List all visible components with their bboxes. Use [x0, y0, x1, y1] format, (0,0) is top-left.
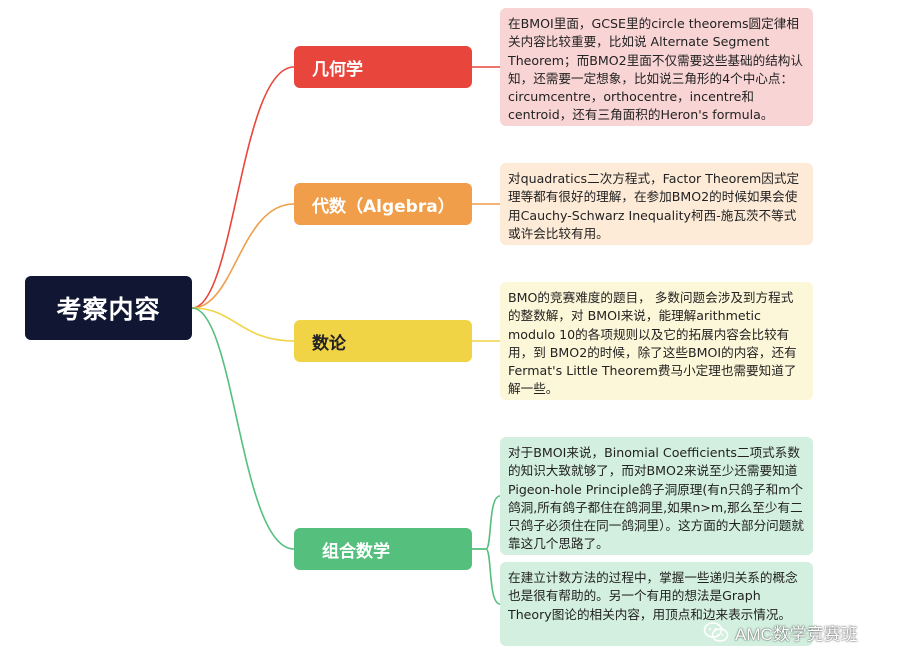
branch-number-theory[interactable]: 数论	[294, 320, 472, 362]
branch-algebra[interactable]: 代数（Algebra）	[294, 183, 472, 225]
root-label: 考察内容	[56, 295, 161, 324]
branch-combinatorics-label: 组合数学	[322, 541, 390, 562]
note-number-theory: BMO的竞赛难度的题目， 多数问题会涉及到方程式的整数解，对 BMOI来说，能理…	[500, 282, 813, 400]
note-geometry-text: 在BMOI里面，GCSE里的circle theorems圆定律相关内容比较重要…	[508, 16, 803, 123]
note-geometry: 在BMOI里面，GCSE里的circle theorems圆定律相关内容比较重要…	[500, 8, 813, 126]
note-combinatorics-2-text: 在建立计数方法的过程中，掌握一些递归关系的概念也是很有帮助的。另一个有用的想法是…	[508, 570, 798, 622]
root-node[interactable]: 考察内容	[25, 276, 192, 340]
connector-root-algebra	[191, 203, 295, 309]
note-combinatorics-1-text: 对于BMOI来说，Binomial Coefficients二项式系数的知识大致…	[508, 445, 804, 552]
branch-number-theory-label: 数论	[312, 333, 346, 354]
note-number-theory-text: BMO的竞赛难度的题目， 多数问题会涉及到方程式的整数解，对 BMOI来说，能理…	[508, 290, 797, 397]
connector-combinatorics-note-1	[472, 495, 501, 550]
connector-combinatorics-note-2	[472, 548, 501, 605]
connector-root-combinatorics	[191, 307, 295, 550]
note-combinatorics-1: 对于BMOI来说，Binomial Coefficients二项式系数的知识大致…	[500, 437, 813, 555]
watermark-text: AMC数学竞赛班	[735, 624, 858, 644]
branch-geometry-label: 几何学	[312, 59, 363, 80]
wechat-icon	[703, 622, 729, 642]
connector-root-geometry	[191, 66, 295, 309]
note-combinatorics-2: 在建立计数方法的过程中，掌握一些递归关系的概念也是很有帮助的。另一个有用的想法是…	[500, 562, 813, 646]
branch-algebra-label: 代数（Algebra）	[312, 196, 455, 217]
connector-root-number-theory	[191, 307, 295, 342]
branch-combinatorics[interactable]: 组合数学	[294, 528, 472, 570]
note-algebra: 对quadratics二次方程式，Factor Theorem因式定理等都有很好…	[500, 163, 813, 245]
branch-geometry[interactable]: 几何学	[294, 46, 472, 88]
watermark: AMC数学竞赛班	[703, 618, 858, 646]
note-algebra-text: 对quadratics二次方程式，Factor Theorem因式定理等都有很好…	[508, 171, 800, 241]
